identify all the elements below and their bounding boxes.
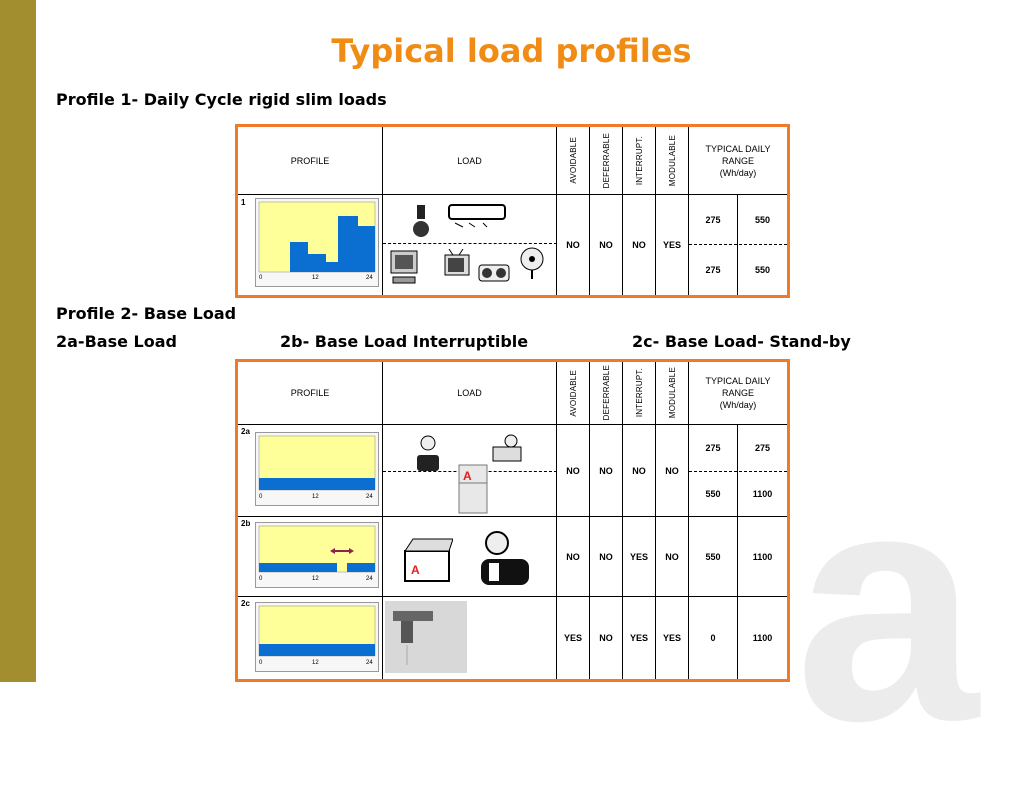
profile2b-modulable-value: NO bbox=[656, 517, 689, 597]
x-tick: 12 bbox=[312, 660, 319, 666]
profile1-load-icons bbox=[383, 195, 557, 295]
row-label: 2c bbox=[241, 599, 250, 608]
profile2b-chart-cell: 2b 0 12 24 bbox=[238, 517, 383, 597]
profile2b-load-icons: A bbox=[383, 517, 557, 597]
profile2a-chart-cell: 2a 0 12 24 bbox=[238, 425, 383, 517]
x-tick: 0 bbox=[259, 275, 263, 281]
profile2a-modulable-value: NO bbox=[656, 425, 689, 517]
profile2a-range-min-1: 275 bbox=[689, 425, 738, 471]
chest-freezer-icon bbox=[404, 538, 453, 582]
row-label: 1 bbox=[241, 198, 246, 207]
x-tick: 0 bbox=[259, 576, 263, 582]
header-interrupt: INTERRUPT. bbox=[623, 127, 656, 195]
header-deferrable: DEFERRABLE bbox=[590, 127, 623, 195]
badge-a: A bbox=[411, 563, 420, 577]
left-sidebar-bar bbox=[0, 0, 36, 682]
profile2c-modulable-value: YES bbox=[656, 597, 689, 679]
row-label: 2a bbox=[241, 427, 250, 436]
header-profile: PROFILE bbox=[238, 362, 383, 425]
x-tick: 12 bbox=[312, 275, 319, 281]
profile2b-deferrable-value: NO bbox=[590, 517, 623, 597]
profile2c-deferrable-value: NO bbox=[590, 597, 623, 679]
profile2b-interrupt-value: YES bbox=[623, 517, 656, 597]
fan-icon bbox=[520, 247, 544, 279]
x-tick: 24 bbox=[366, 660, 373, 666]
header-interrupt: INTERRUPT. bbox=[623, 362, 656, 425]
profile2c-load-chart: 0 12 24 bbox=[255, 602, 379, 672]
x-tick: 24 bbox=[366, 275, 373, 281]
profile1-load-chart: 0 12 24 bbox=[255, 198, 379, 287]
profile2a-range-min-2: 550 bbox=[689, 471, 738, 517]
header-modulable: MODULABLE bbox=[656, 362, 689, 425]
background-watermark-letter: a bbox=[795, 420, 979, 789]
profile2a-range-max-1: 275 bbox=[754, 443, 771, 453]
profile1-table: PROFILE LOAD AVOIDABLE DEFERRABLE INTERR… bbox=[235, 124, 790, 298]
badge-a: A bbox=[463, 469, 472, 483]
telephone-icon bbox=[417, 435, 439, 471]
profile2-heading: Profile 2- Base Load bbox=[56, 304, 237, 323]
television-icon bbox=[444, 249, 470, 276]
profile1-deferrable-value: NO bbox=[590, 195, 623, 295]
x-tick: 12 bbox=[312, 576, 319, 582]
profile2a-heading: 2a-Base Load bbox=[56, 332, 177, 351]
profile2c-interrupt-value: YES bbox=[623, 597, 656, 679]
profile1-range-max-1: 550 bbox=[754, 215, 771, 225]
profile1-chart-cell: 1 0 12 24 bbox=[238, 195, 383, 295]
water-pump-icon bbox=[481, 531, 529, 585]
water-tap-icon bbox=[385, 601, 467, 673]
lightbulb-icon bbox=[413, 205, 429, 237]
profile2c-range-max: 1100 bbox=[752, 633, 773, 643]
header-modulable: MODULABLE bbox=[656, 127, 689, 195]
profile2c-range-min: 0 bbox=[689, 597, 738, 679]
page-title: Typical load profiles bbox=[331, 32, 692, 70]
profile2c-chart-cell: 2c 0 12 24 bbox=[238, 597, 383, 679]
profile2c-load-icons bbox=[383, 597, 557, 679]
profile2b-heading: 2b- Base Load Interruptible bbox=[280, 332, 529, 351]
radio-clock-icon bbox=[492, 434, 522, 462]
x-tick: 24 bbox=[366, 576, 373, 582]
profile2a-load-chart: 0 12 24 bbox=[255, 432, 379, 506]
x-tick: 12 bbox=[312, 494, 319, 500]
header-load: LOAD bbox=[383, 127, 557, 195]
profile2a-load-icons: A bbox=[383, 425, 557, 517]
radio-icon bbox=[478, 264, 510, 282]
profile2a-avoidable-value: NO bbox=[557, 425, 590, 517]
profile1-avoidable-value: NO bbox=[557, 195, 590, 295]
profile1-heading: Profile 1- Daily Cycle rigid slim loads bbox=[56, 90, 387, 109]
profile2b-range-max: 1100 bbox=[738, 517, 787, 597]
air-conditioner-icon bbox=[448, 204, 506, 228]
row-label: 2b bbox=[241, 519, 251, 528]
profile1-modulable-value: YES bbox=[656, 195, 689, 295]
header-profile: PROFILE bbox=[238, 127, 383, 195]
profile1-interrupt-value: NO bbox=[623, 195, 656, 295]
header-deferrable: DEFERRABLE bbox=[590, 362, 623, 425]
profile2b-avoidable-value: NO bbox=[557, 517, 590, 597]
profile2a-deferrable-value: NO bbox=[590, 425, 623, 517]
fridge-icon bbox=[458, 464, 488, 514]
header-avoidable: AVOIDABLE bbox=[557, 127, 590, 195]
profile1-range-max-2: 550 bbox=[754, 265, 771, 275]
computer-icon bbox=[390, 250, 418, 284]
header-avoidable: AVOIDABLE bbox=[557, 362, 590, 425]
profile2-table: PROFILE LOAD AVOIDABLE DEFERRABLE INTERR… bbox=[235, 359, 790, 682]
profile2a-range-max-2: 1100 bbox=[738, 471, 787, 517]
profile2c-heading: 2c- Base Load- Stand-by bbox=[632, 332, 851, 351]
profile1-range-min-2: 275 bbox=[689, 245, 738, 295]
profile2c-avoidable-value: YES bbox=[557, 597, 590, 679]
x-tick: 24 bbox=[366, 494, 373, 500]
profile2a-interrupt-value: NO bbox=[623, 425, 656, 517]
profile1-range-min-1: 275 bbox=[689, 195, 738, 245]
profile2b-range-min: 550 bbox=[689, 517, 738, 597]
profile2b-load-chart: 0 12 24 bbox=[255, 522, 379, 588]
x-tick: 0 bbox=[259, 494, 263, 500]
x-tick: 0 bbox=[259, 660, 263, 666]
header-load: LOAD bbox=[383, 362, 557, 425]
